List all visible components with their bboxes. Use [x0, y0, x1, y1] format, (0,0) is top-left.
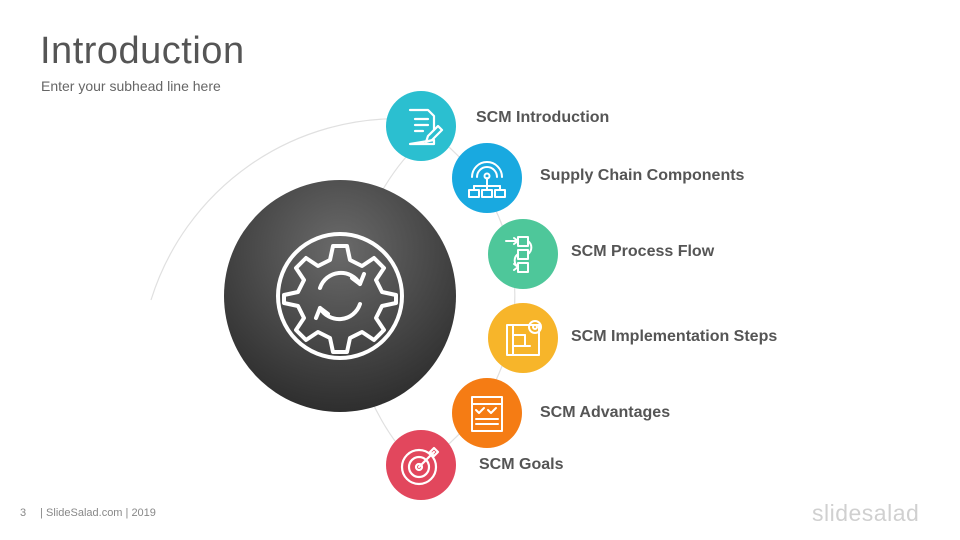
item-label-scm-introduction: SCM Introduction	[476, 109, 610, 126]
item-label-scm-implementation-steps: SCM Implementation Steps	[571, 328, 778, 345]
item-label-scm-process-flow: SCM Process Flow	[571, 243, 715, 260]
outer-arc	[150, 118, 411, 301]
center-circle	[224, 180, 456, 412]
footer-credit: | SlideSalad.com | 2019	[40, 507, 156, 519]
checklist-icon	[471, 396, 503, 432]
slide-subtitle: Enter your subhead line here	[41, 78, 221, 94]
item-circle-scm-implementation-steps	[488, 303, 558, 373]
item-circle-scm-advantages	[452, 378, 522, 448]
item-label-scm-goals: SCM Goals	[479, 456, 564, 473]
gear-network-icon	[468, 161, 506, 198]
slide-title: Introduction	[40, 30, 245, 72]
footer: 3 | SlideSalad.com | 2019	[20, 507, 156, 519]
item-label-scm-advantages: SCM Advantages	[540, 404, 671, 421]
brand-logo: slidesalad	[812, 500, 920, 526]
item-label-supply-chain-components: Supply Chain Components	[540, 167, 745, 184]
item-circle-scm-process-flow	[488, 219, 558, 289]
document-edit-icon	[408, 108, 444, 146]
gear-refresh-icon	[276, 232, 404, 360]
process-flow-icon	[505, 236, 533, 273]
page-number: 3	[20, 507, 27, 519]
target-icon	[400, 446, 440, 486]
blueprint-gear-icon	[506, 320, 542, 356]
